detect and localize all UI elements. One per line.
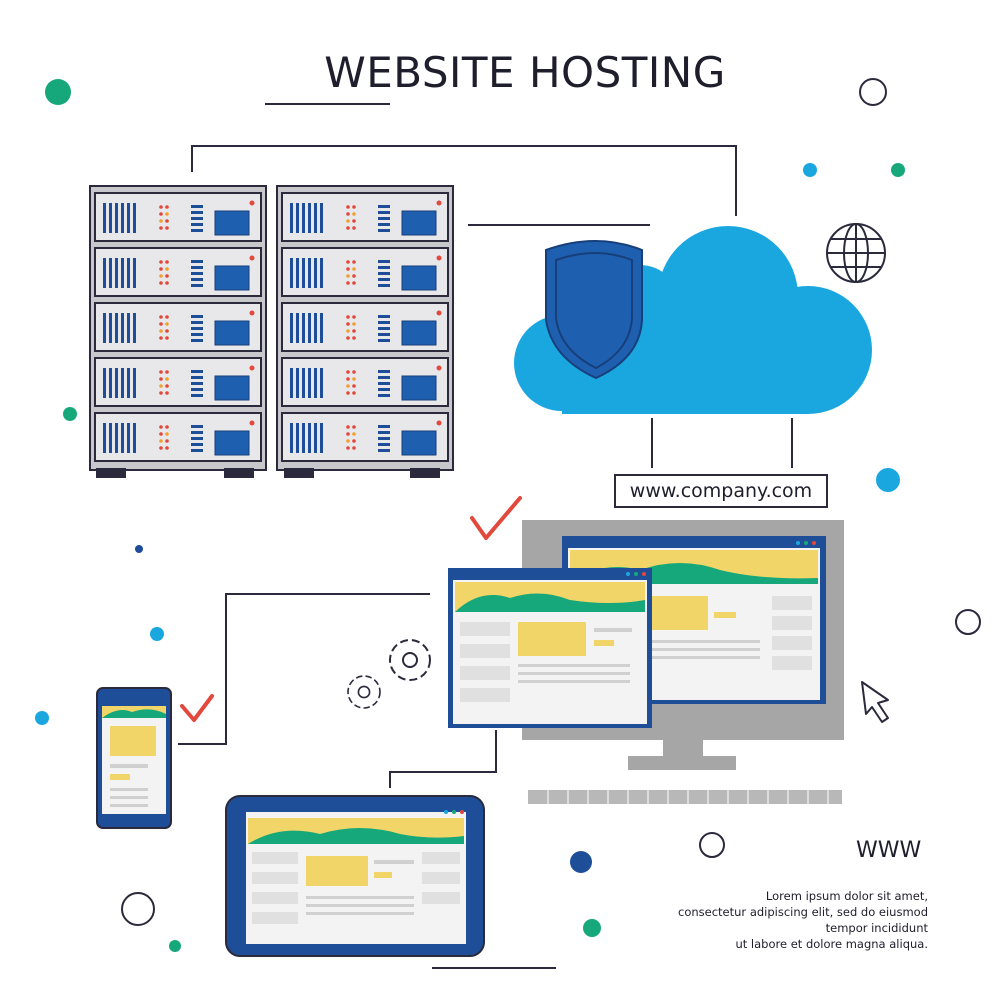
tablet-icon (225, 795, 485, 957)
gear-icon (389, 639, 431, 681)
shield-icon (545, 240, 643, 380)
page-title: WEBSITE HOSTING (324, 48, 726, 97)
url-label: www.company.com (614, 474, 828, 508)
cursor-icon (861, 681, 889, 723)
caption-line: tempor incididunt (825, 921, 928, 935)
www-label: WWW (856, 838, 922, 863)
globe-icon (826, 223, 886, 283)
caption-line: Lorem ipsum dolor sit amet, (765, 889, 928, 903)
smartphone-icon (96, 687, 172, 829)
decorative-dots (35, 78, 981, 952)
caption-line: ut labore et dolore magna aliqua. (735, 937, 928, 951)
checkmark-icon (180, 694, 214, 722)
caption-text: Lorem ipsum dolor sit amet, consectetur … (678, 888, 928, 952)
gear-icon (347, 675, 381, 709)
caption-line: consectetur adipiscing elit, sed do eius… (678, 905, 928, 919)
checkmark-icon (470, 496, 522, 540)
browser-window-icon (448, 568, 652, 728)
server-rack-icon (89, 185, 267, 478)
server-rack-icon (276, 185, 454, 478)
